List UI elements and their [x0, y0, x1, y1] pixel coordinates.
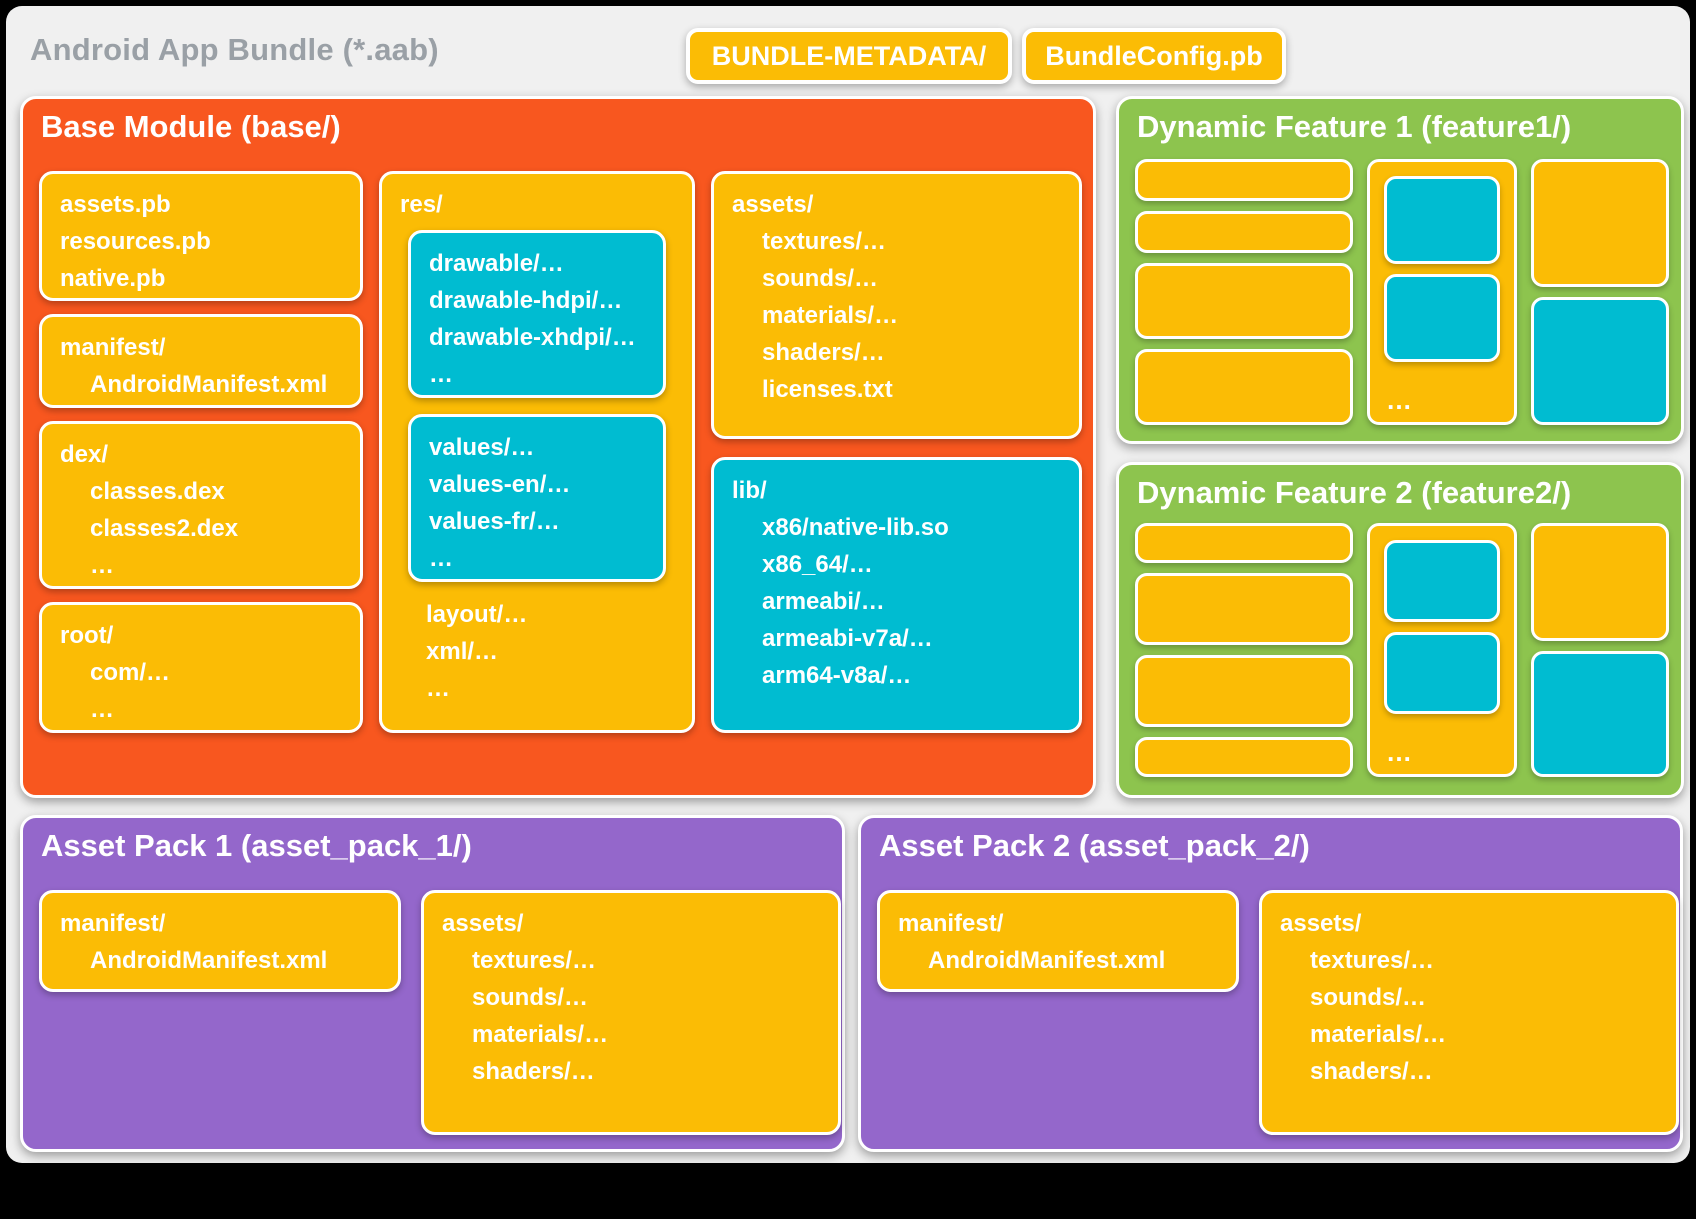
entry-sounds: sounds/… [762, 265, 879, 292]
dynamic-feature-2-title: Dynamic Feature 2 (feature2/) [1137, 475, 1572, 510]
entry-manifest-dir: manifest/ [60, 334, 166, 361]
entry-classes-dex: classes.dex [90, 478, 225, 505]
placeholder-box [1135, 211, 1353, 253]
entry-android-manifest: AndroidManifest.xml [90, 371, 328, 398]
placeholder-box [1531, 523, 1669, 641]
placeholder-box [1135, 573, 1353, 645]
placeholder-group-box: … [1367, 159, 1517, 425]
entry-sounds: sounds/… [472, 984, 589, 1011]
entry-assets-dir: assets/ [1280, 910, 1362, 937]
placeholder-box [1135, 737, 1353, 777]
entry-materials: materials/… [762, 302, 899, 329]
entry-x86-native-lib: x86/native-lib.so [762, 514, 949, 541]
entry-textures: textures/… [1310, 947, 1435, 974]
entry-drawable: drawable/… [429, 250, 564, 277]
bundle-config-chip: BundleConfig.pb [1022, 28, 1286, 84]
placeholder-box [1384, 176, 1500, 264]
entry-native-pb: native.pb [60, 265, 166, 292]
entry-dex-dir: dex/ [60, 441, 109, 468]
dynamic-feature-2-section: Dynamic Feature 2 (feature2/) … [1116, 462, 1684, 798]
diagram-canvas: Android App Bundle (*.aab) BUNDLE-METADA… [6, 6, 1690, 1163]
asset-pack-2-assets-box: assets/ textures/… sounds/… materials/… … [1259, 890, 1679, 1135]
entry-classes2-dex: classes2.dex [90, 515, 239, 542]
root-box: root/ com/… … [39, 602, 363, 733]
entry-shaders: shaders/… [472, 1058, 595, 1085]
entry-materials: materials/… [472, 1021, 609, 1048]
protobuf-files-box: assets.pb resources.pb native.pb [39, 171, 363, 301]
entry-res-more: … [426, 675, 450, 702]
lib-box: lib/ x86/native-lib.so x86_64/… armeabi/… [711, 457, 1082, 733]
asset-pack-1-assets-box: assets/ textures/… sounds/… materials/… … [421, 890, 841, 1135]
base-module-section: Base Module (base/) assets.pb resources.… [20, 96, 1096, 798]
entry-sounds: sounds/… [1310, 984, 1427, 1011]
entry-assets-dir: assets/ [732, 191, 814, 218]
base-module-title: Base Module (base/) [41, 109, 341, 144]
entry-lib-dir: lib/ [732, 477, 767, 504]
entry-armeabi: armeabi/… [762, 588, 885, 615]
drawable-box: drawable/… drawable-hdpi/… drawable-xhdp… [408, 230, 666, 398]
bundle-metadata-chip: BUNDLE-METADATA/ [686, 28, 1012, 84]
placeholder-box [1531, 159, 1669, 287]
placeholder-box [1135, 263, 1353, 339]
placeholder-box [1384, 632, 1500, 714]
entry-textures: textures/… [762, 228, 887, 255]
entry-manifest-dir: manifest/ [898, 910, 1004, 937]
placeholder-box [1384, 540, 1500, 622]
asset-pack-1-section: Asset Pack 1 (asset_pack_1/) manifest/ A… [20, 815, 845, 1152]
entry-assets-dir: assets/ [442, 910, 524, 937]
res-tail-entries: layout/… xml/… … [426, 596, 527, 707]
entry-root-dir: root/ [60, 622, 114, 649]
entry-textures: textures/… [472, 947, 597, 974]
entry-assets-pb: assets.pb [60, 191, 171, 218]
entry-com-dir: com/… [90, 659, 171, 686]
dynamic-feature-1-section: Dynamic Feature 1 (feature1/) … [1116, 96, 1684, 444]
entry-layout: layout/… [426, 601, 528, 628]
entry-dex-more: … [90, 552, 114, 579]
more-ellipsis: … [1386, 737, 1412, 767]
entry-xml: xml/… [426, 638, 499, 665]
entry-x86-64: x86_64/… [762, 551, 873, 578]
entry-res-dir: res/ [400, 191, 443, 218]
placeholder-group-box: … [1367, 523, 1517, 777]
asset-pack-2-title: Asset Pack 2 (asset_pack_2/) [879, 828, 1310, 863]
entry-values-fr: values-fr/… [429, 508, 560, 535]
dex-box: dex/ classes.dex classes2.dex … [39, 421, 363, 589]
entry-android-manifest: AndroidManifest.xml [90, 947, 328, 974]
placeholder-box [1135, 349, 1353, 425]
entry-values-en: values-en/… [429, 471, 571, 498]
entry-drawable-more: … [429, 361, 453, 388]
entry-values-more: … [429, 545, 453, 572]
placeholder-box [1531, 651, 1669, 777]
values-box: values/… values-en/… values-fr/… … [408, 414, 666, 582]
base-assets-box: assets/ textures/… sounds/… materials/… … [711, 171, 1082, 439]
entry-materials: materials/… [1310, 1021, 1447, 1048]
placeholder-box [1531, 297, 1669, 425]
entry-root-more: … [90, 696, 114, 723]
entry-armeabi-v7a: armeabi-v7a/… [762, 625, 933, 652]
base-manifest-box: manifest/ AndroidManifest.xml [39, 314, 363, 408]
entry-licenses: licenses.txt [762, 376, 893, 403]
entry-android-manifest: AndroidManifest.xml [928, 947, 1166, 974]
entry-drawable-xhdpi: drawable-xhdpi/… [429, 324, 636, 351]
entry-values: values/… [429, 434, 535, 461]
dynamic-feature-1-title: Dynamic Feature 1 (feature1/) [1137, 109, 1572, 144]
asset-pack-1-title: Asset Pack 1 (asset_pack_1/) [41, 828, 472, 863]
entry-manifest-dir: manifest/ [60, 910, 166, 937]
res-box: res/ drawable/… drawable-hdpi/… drawable… [379, 171, 695, 733]
asset-pack-2-section: Asset Pack 2 (asset_pack_2/) manifest/ A… [858, 815, 1683, 1152]
more-ellipsis: … [1386, 385, 1412, 415]
asset-pack-1-manifest-box: manifest/ AndroidManifest.xml [39, 890, 401, 992]
entry-shaders: shaders/… [1310, 1058, 1433, 1085]
entry-shaders: shaders/… [762, 339, 885, 366]
entry-resources-pb: resources.pb [60, 228, 211, 255]
placeholder-box [1135, 655, 1353, 727]
placeholder-box [1135, 523, 1353, 563]
placeholder-box [1384, 274, 1500, 362]
entry-drawable-hdpi: drawable-hdpi/… [429, 287, 623, 314]
asset-pack-2-manifest-box: manifest/ AndroidManifest.xml [877, 890, 1239, 992]
placeholder-box [1135, 159, 1353, 201]
entry-arm64-v8a: arm64-v8a/… [762, 662, 912, 689]
page-title: Android App Bundle (*.aab) [30, 32, 439, 67]
